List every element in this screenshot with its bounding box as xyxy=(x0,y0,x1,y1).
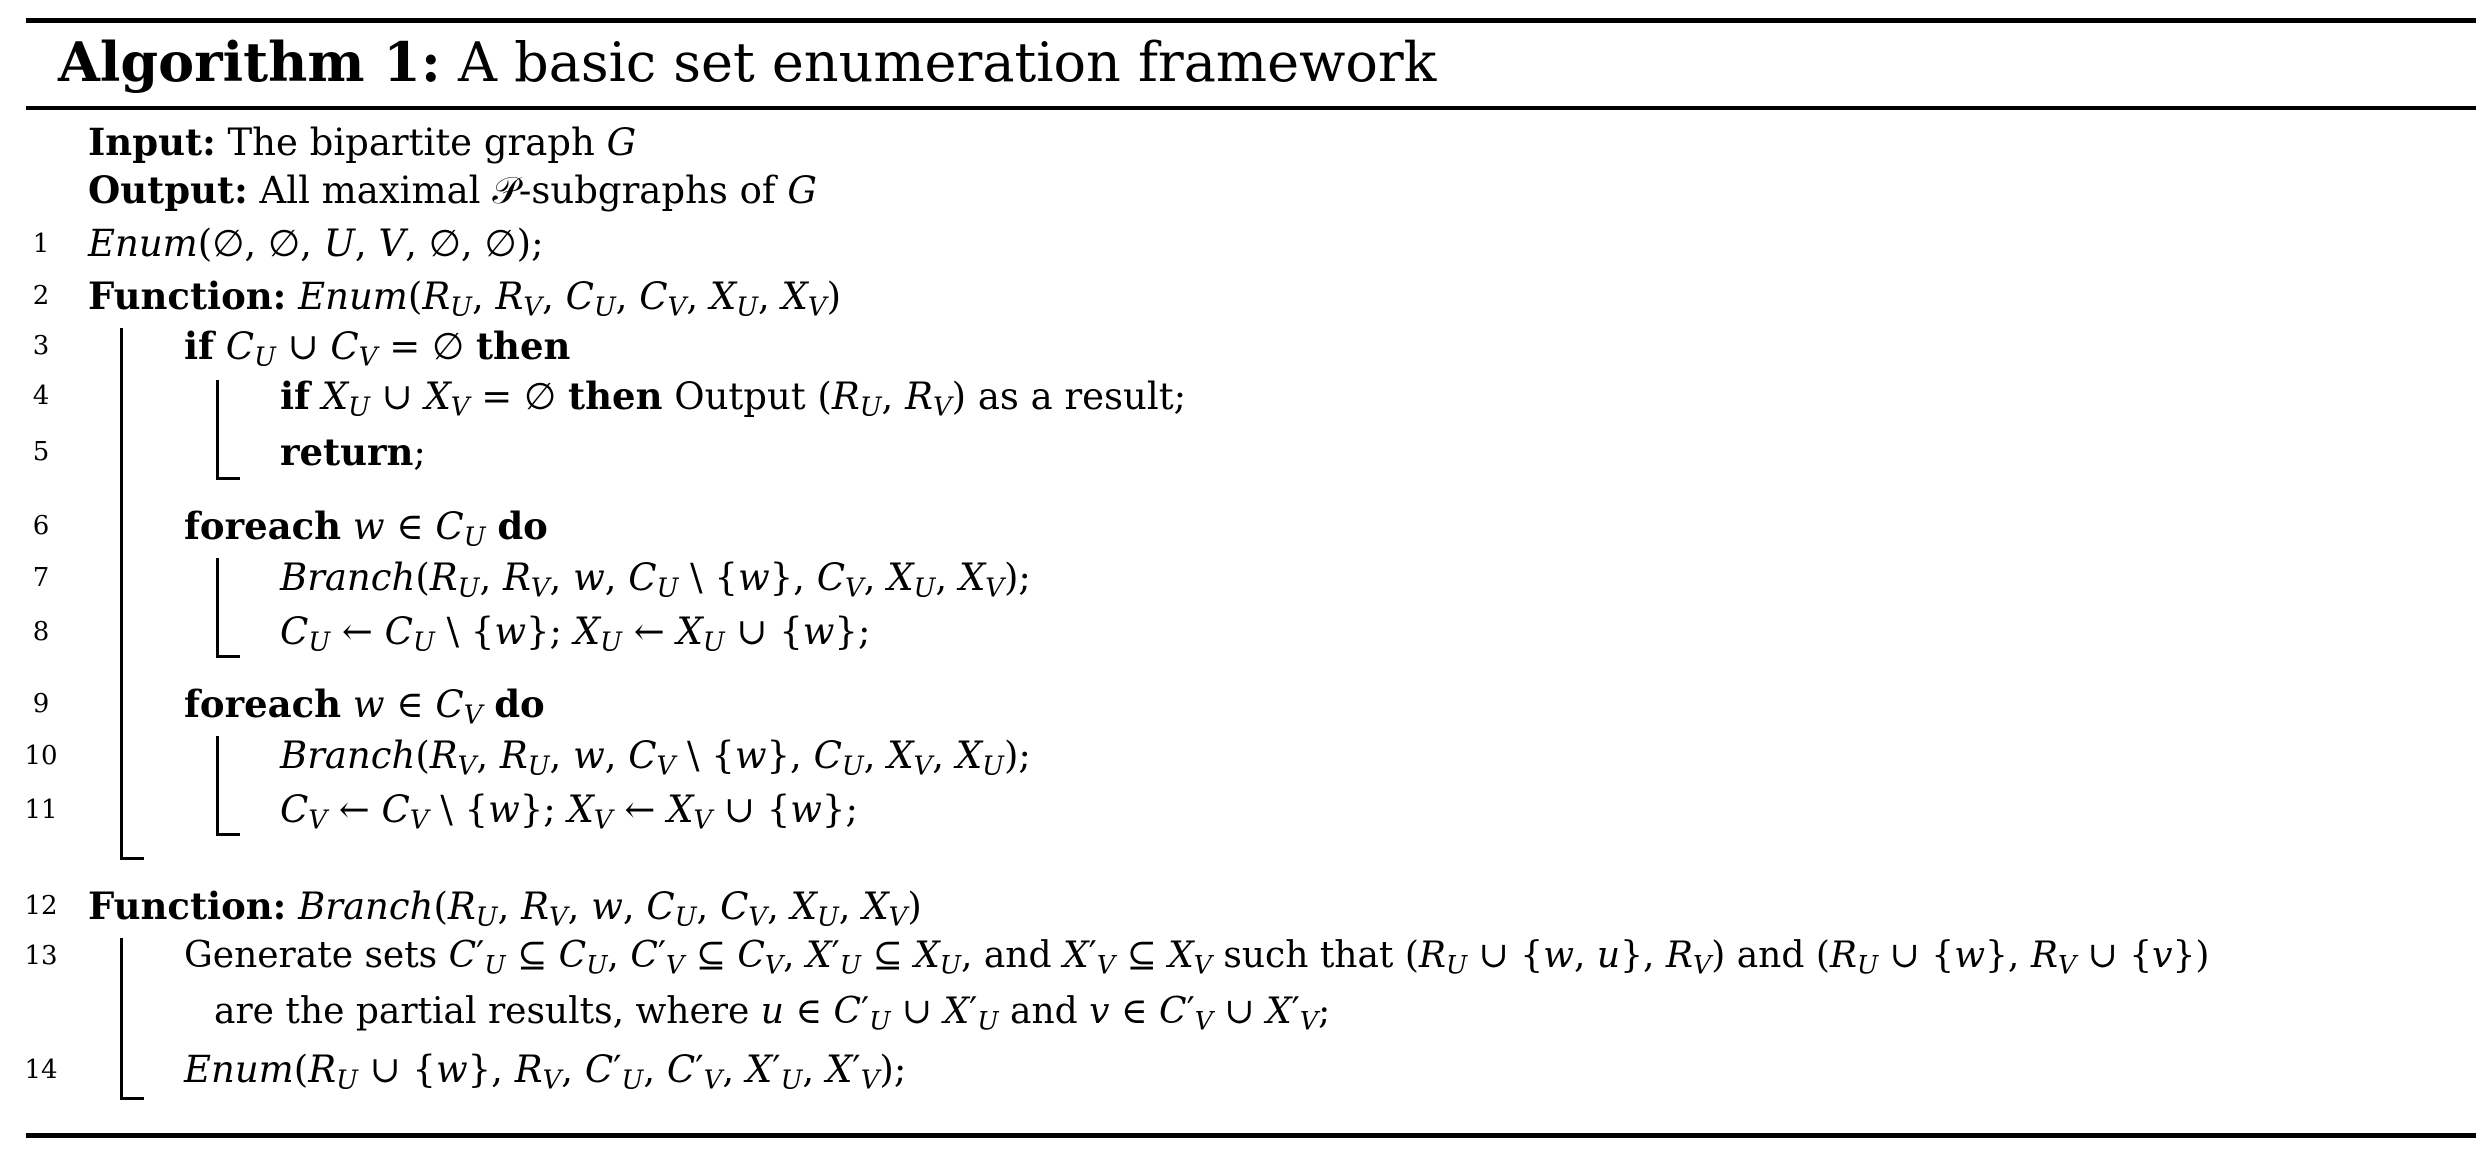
code-line-6: foreach w ∈ CU do xyxy=(184,502,548,551)
input-label: Input: xyxy=(88,120,216,164)
keyword: return xyxy=(280,430,414,474)
code-line-1: Enum(∅, ∅, U, V, ∅, ∅); xyxy=(88,222,544,265)
code-text: Branch(RU, RV, w, CU, CV, XU, XV) xyxy=(298,885,922,933)
keyword: foreach xyxy=(184,504,342,548)
code-line-13: Generate sets C′U ⊆ CU, C′V ⊆ CV, X′U ⊆ … xyxy=(184,935,2210,980)
top-rule xyxy=(26,18,2476,23)
line-number: 12 xyxy=(24,891,58,921)
keyword: if xyxy=(184,324,214,368)
output-line: Output: All maximal 𝒫-subgraphs of G xyxy=(88,166,817,215)
algorithm-label: Algorithm 1: xyxy=(58,30,441,94)
block-bar-if xyxy=(216,380,219,480)
code-text: XU ∪ XV = ∅ xyxy=(321,375,557,423)
code-line-8: CU ← CU \ {w}; XU ← XU ∪ {w}; xyxy=(280,610,871,658)
line-number: 8 xyxy=(32,617,50,647)
line-number: 10 xyxy=(24,741,58,771)
keyword: then xyxy=(475,324,571,368)
code-line-2: Function: Enum(RU, RV, CU, CV, XU, XV) xyxy=(88,272,841,321)
keyword: Function: xyxy=(88,274,287,318)
code-line-13-cont: are the partial results, where u ∈ C′U ∪… xyxy=(214,991,1331,1036)
code-line-12: Function: Branch(RU, RV, w, CU, CV, XU, … xyxy=(88,882,922,931)
algorithm-title: Algorithm 1: A basic set enumeration fra… xyxy=(58,28,1436,97)
input-line: Input: The bipartite graph G xyxy=(88,118,636,167)
line-number: 6 xyxy=(32,511,50,541)
line-number: 14 xyxy=(24,1055,58,1085)
code-line-4: if XU ∪ XV = ∅ then Output (RU, RV) as a… xyxy=(280,372,1186,421)
keyword: then xyxy=(568,374,663,418)
block-bar-enum xyxy=(120,328,123,860)
code-line-10: Branch(RV, RU, w, CV \ {w}, CU, XV, XU); xyxy=(280,734,1031,782)
code-text: w ∈ CV xyxy=(352,683,483,731)
line-number: 4 xyxy=(32,381,50,411)
code-text: ; xyxy=(413,431,426,474)
code-text: Output (RU, RV) as a result; xyxy=(674,375,1187,423)
block-bar-foreach-u xyxy=(216,558,219,658)
keyword: do xyxy=(494,682,545,726)
bottom-rule xyxy=(26,1133,2476,1138)
line-number: 11 xyxy=(24,795,58,825)
block-bar-branch xyxy=(120,938,123,1100)
code-line-5: return; xyxy=(280,428,426,477)
line-number: 5 xyxy=(32,437,50,467)
line-number: 9 xyxy=(32,689,50,719)
code-line-7: Branch(RU, RV, w, CU \ {w}, CV, XU, XV); xyxy=(280,556,1031,604)
keyword: foreach xyxy=(184,682,342,726)
input-text: The bipartite graph G xyxy=(227,121,637,164)
block-foot-if xyxy=(216,477,240,480)
block-foot-branch xyxy=(120,1097,144,1100)
code-line-9: foreach w ∈ CV do xyxy=(184,680,545,729)
code-text: CU ∪ CV = ∅ xyxy=(225,325,465,373)
line-number: 2 xyxy=(32,281,50,311)
keyword: Function: xyxy=(88,884,287,928)
line-number: 13 xyxy=(24,941,58,971)
output-label: Output: xyxy=(88,168,248,212)
block-foot-foreach-v xyxy=(216,833,240,836)
keyword: do xyxy=(497,504,548,548)
code-text: Enum(RU, RV, CU, CV, XU, XV) xyxy=(298,275,842,323)
code-line-14: Enum(RU ∪ {w}, RV, C′U, C′V, X′U, X′V); xyxy=(184,1048,907,1096)
output-text: All maximal 𝒫-subgraphs of G xyxy=(259,169,817,212)
block-foot-enum xyxy=(120,857,144,860)
block-foot-foreach-u xyxy=(216,655,240,658)
block-bar-foreach-v xyxy=(216,736,219,836)
line-number: 3 xyxy=(32,331,50,361)
code-line-3: if CU ∪ CV = ∅ then xyxy=(184,322,570,371)
code-line-11: CV ← CV \ {w}; XV ← XV ∪ {w}; xyxy=(280,788,858,836)
keyword: if xyxy=(280,374,310,418)
line-number: 1 xyxy=(32,229,50,259)
line-number: 7 xyxy=(32,563,50,593)
header-rule xyxy=(26,106,2476,110)
code-text: w ∈ CU xyxy=(352,505,486,553)
algorithm-name: A basic set enumeration framework xyxy=(457,31,1437,94)
